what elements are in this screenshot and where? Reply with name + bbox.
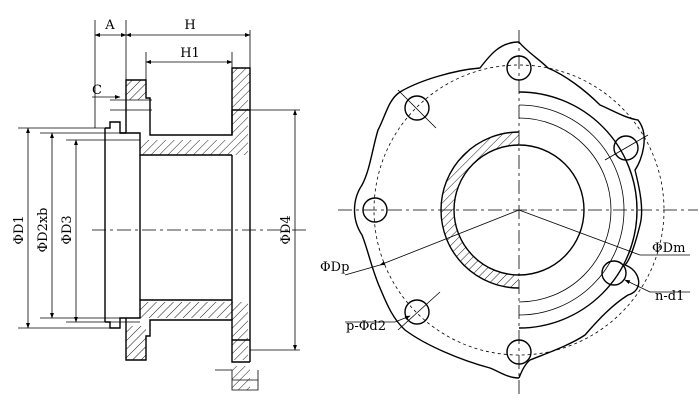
bolt-hole	[404, 95, 430, 121]
bolt-circle	[373, 64, 665, 356]
bolt-hole	[506, 339, 532, 365]
dimension-lines	[26, 33, 297, 351]
section-view: A H H1 C ΦD1 ΦD2xb ΦD3 ΦD4	[12, 18, 310, 391]
hub-ring-inner	[518, 104, 625, 316]
dim-label-d1: ΦD1	[12, 215, 27, 244]
dim-label-a: A	[104, 18, 115, 33]
outer-contour-right	[518, 41, 645, 379]
hub-ring-outer	[518, 91, 638, 329]
label-pd2: p-Φd2	[346, 319, 386, 334]
extension-lines	[18, 20, 300, 351]
dim-label-h: H	[184, 18, 195, 33]
dim-label-d3: ΦD3	[60, 215, 75, 244]
section-hatching	[126, 68, 250, 390]
bore-hatch	[441, 132, 519, 288]
bolt-hole	[404, 299, 430, 325]
label-dm: ΦDm	[652, 241, 685, 256]
dim-label-h1: H1	[180, 46, 200, 61]
bolt-hole	[601, 260, 627, 286]
leader-lines	[344, 209, 690, 323]
dim-label-d2xb: ΦD2xb	[36, 207, 51, 252]
front-view: ΦDp ΦDm n-d1 p-Φd2	[320, 30, 698, 396]
section-outline	[104, 67, 259, 391]
dim-label-d4: ΦD4	[279, 215, 294, 244]
label-dp: ΦDp	[320, 260, 349, 275]
outer-contour-left	[353, 41, 520, 379]
bolt-hole	[506, 55, 532, 81]
dim-label-c: C	[92, 83, 102, 98]
bolt-hole	[362, 197, 388, 223]
label-nd1: n-d1	[655, 289, 684, 304]
